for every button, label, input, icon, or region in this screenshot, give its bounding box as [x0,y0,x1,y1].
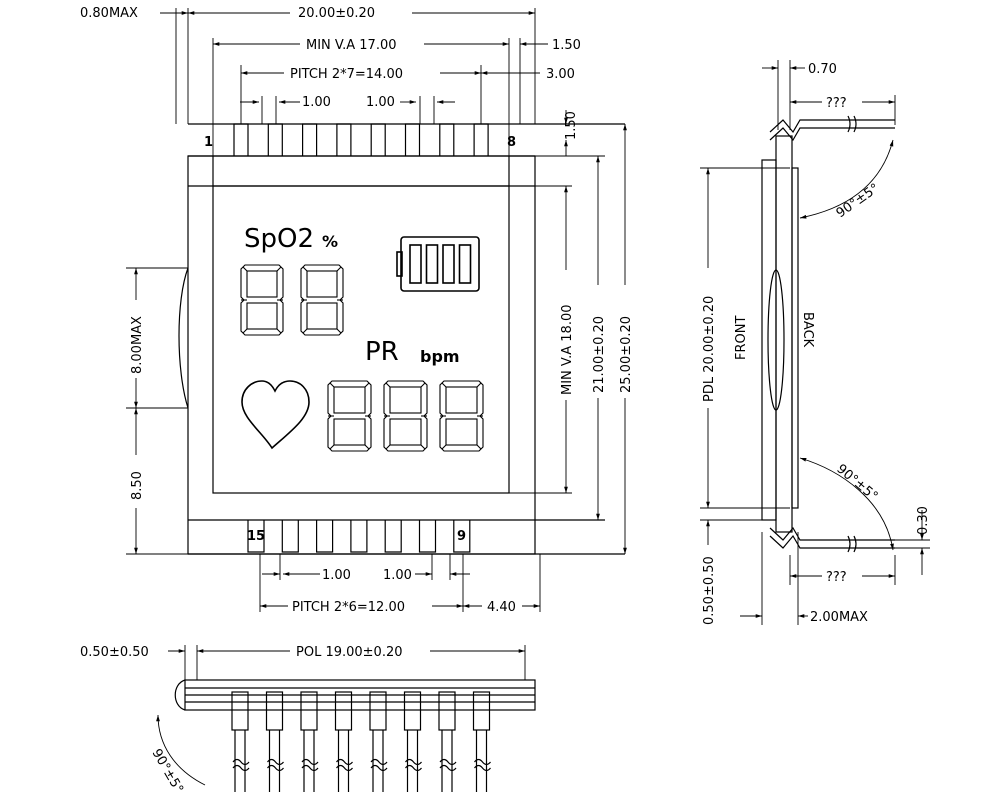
dim-max-depth: 2.00MAX [810,610,868,625]
battery-icon [396,236,480,292]
dim-bottom-angle: 90°±5° [149,747,186,797]
dim-side-offset-right: 0.30 [916,506,931,535]
bottom-view-pin [231,691,250,792]
bottom-pins [247,520,471,553]
dim-min-va-width: MIN V.A 17.00 [306,38,397,53]
viewing-area [212,185,510,494]
seven-segment-digit [439,380,484,452]
bottom-view-pin [334,691,353,792]
dim-angle-top: 90°±5° [834,181,883,221]
dim-pdl: PDL 20.00±0.20 [702,296,717,402]
dim-side-thickness: 0.70 [808,62,837,77]
dim-bottom-pitch-left: 1.00 [322,568,351,583]
dim-width: 20.00±0.20 [298,6,375,21]
dim-bottom-view-offset: 0.50±0.50 [80,645,149,660]
dim-side-offset: 8.50 [130,471,145,500]
battery-bar [409,244,422,284]
top-pin [473,123,489,156]
bottom-pin [316,520,334,553]
dim-pitch-bottom: PITCH 2*6=12.00 [292,600,405,615]
bottom-pin [350,520,368,553]
dim-offset-1-50: 1.50 [552,38,581,53]
dim-pin-pitch-right: 1.00 [366,95,395,110]
dim-bottom-offset: 4.40 [487,600,516,615]
glass-outline [187,155,536,555]
bottom-view-pins [231,691,491,792]
top-pin [439,123,455,156]
side-view: 0.70 ??? 90°±5° 90°±5° FRONT BACK PDL 20… [700,60,931,625]
front-view: 1 8 15 9 0.80MAX 20.00±0.20 MIN V.A 17.0… [80,6,634,615]
side-profile-curve [178,267,189,409]
dim-side-bottom-offset: 0.50±0.50 [702,556,717,625]
pr-label: PR [365,337,399,367]
dim-pitch-top: PITCH 2*7=14.00 [290,67,403,82]
bottom-view: 0.50±0.50 POL 19.00±0.20 90°±5° [80,645,536,797]
side-bulge [767,269,785,411]
pin-15-label: 15 [247,529,265,544]
dim-angle-bottom: 90°±5° [833,462,880,505]
dim-pin-pitch-left: 1.00 [302,95,331,110]
top-pin [336,123,352,156]
dim-pol: POL 19.00±0.20 [296,645,403,660]
bottom-view-pin [265,691,284,792]
pin-9-label: 9 [457,529,466,544]
bottom-view-pin [472,691,491,792]
seven-segment-digit [383,380,428,452]
battery-bar [425,244,439,284]
bottom-view-pin [403,691,422,792]
spo2-label: SpO2 [244,224,314,254]
heart-icon [241,380,310,450]
bottom-view-pin [300,691,319,792]
dim-pin-offset: 3.00 [546,67,575,82]
top-pins [233,123,489,156]
seven-segment-digit [327,380,372,452]
dim-bottom-pitch-right: 1.00 [383,568,412,583]
side-polarizer [791,167,799,509]
seven-segment-digits [240,264,484,452]
dim-height-outer: 25.00±0.20 [619,316,634,393]
top-pin [267,123,283,156]
top-pin [233,123,249,156]
side-glass-front [761,159,777,521]
seven-segment-digit [300,264,344,336]
battery-bar [442,244,455,284]
dim-top-margin: 1.50 [564,111,579,140]
bottom-view-pin [438,691,457,792]
percent-sign: % [322,232,338,251]
dim-unknown-bottom: ??? [826,570,847,585]
bpm-label: bpm [420,347,460,366]
front-label: FRONT [734,316,749,360]
battery-bar [458,244,472,284]
back-label: BACK [800,312,815,348]
pin-1-label: 1 [204,135,213,150]
dim-max-thickness: 0.80MAX [80,6,138,21]
bottom-pin [453,520,471,553]
top-pin [404,123,421,156]
top-pin [370,123,386,156]
bottom-pin [418,520,437,553]
bottom-pin [247,520,265,553]
pin-8-label: 8 [507,135,516,150]
bottom-pin [384,520,402,553]
dim-unknown-top: ??? [826,96,847,111]
seven-segment-digit [240,264,284,336]
dim-side-max: 8.00MAX [130,316,145,374]
dim-height-inner: 21.00±0.20 [592,316,607,393]
lcd-display-content: SpO2 % PR bpm [240,224,484,452]
bottom-pin [281,520,299,553]
top-pin [302,123,318,156]
dim-min-va-height: MIN V.A 18.00 [560,305,575,396]
bottom-view-pin [369,691,388,792]
